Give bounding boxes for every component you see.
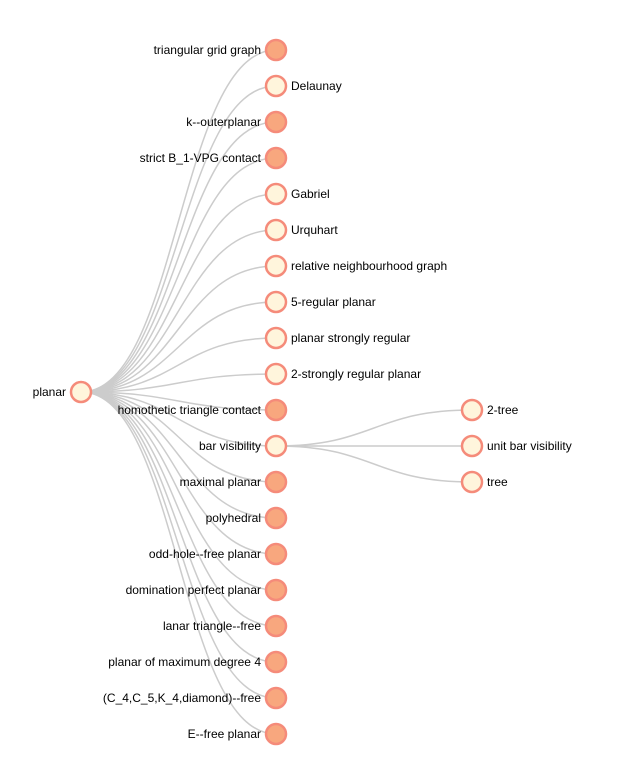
node-label: k--outerplanar — [186, 115, 261, 129]
link-bar-visibility-to-2-tree — [275, 409, 473, 447]
node-bar-visibility[interactable]: bar visibility — [199, 434, 288, 458]
node-planar-of-maximum-degree-4[interactable]: planar of maximum degree 4 — [108, 650, 288, 674]
node-expanded-circle[interactable] — [264, 182, 288, 206]
node-triangular-grid-graph[interactable]: triangular grid graph — [154, 38, 288, 62]
node-relative-neighbourhood-graph[interactable]: relative neighbourhood graph — [264, 254, 447, 278]
node-expanded-circle[interactable] — [264, 254, 288, 278]
link-planar-to-lanar-triangle-free — [80, 391, 277, 627]
node-expanded-circle[interactable] — [264, 74, 288, 98]
node-expanded-circle[interactable] — [264, 434, 288, 458]
node-e-free-planar[interactable]: E--free planar — [188, 722, 288, 746]
node-label: 2-tree — [487, 403, 519, 417]
link-planar-to-k-outerplanar — [80, 121, 277, 393]
link-planar-to-maximal-planar — [80, 391, 277, 483]
link-planar-to-strict-b-1-vpg-contact — [80, 157, 277, 393]
node-2-strongly-regular-planar[interactable]: 2-strongly regular planar — [264, 362, 421, 386]
link-planar-to-relative-neighbourhood-graph — [80, 265, 277, 393]
link-planar-to-domination-perfect-planar — [80, 391, 277, 591]
node-label: 5-regular planar — [291, 295, 376, 309]
node-expanded-circle[interactable] — [460, 398, 484, 422]
node-collapsed-circle[interactable] — [264, 722, 288, 746]
link-planar-to-e-free-planar — [80, 391, 277, 735]
node-expanded-circle[interactable] — [69, 380, 93, 404]
node-5-regular-planar[interactable]: 5-regular planar — [264, 290, 376, 314]
node-collapsed-circle[interactable] — [264, 506, 288, 530]
node-label: 2-strongly regular planar — [291, 367, 421, 381]
node-label: odd-hole--free planar — [149, 547, 261, 561]
node-expanded-circle[interactable] — [264, 362, 288, 386]
node-label: tree — [487, 475, 508, 489]
node-label: Delaunay — [291, 79, 342, 93]
node-label: lanar triangle--free — [163, 619, 261, 633]
node-tree[interactable]: tree — [460, 470, 508, 494]
link-bar-visibility-to-tree — [275, 445, 473, 483]
node-collapsed-circle[interactable] — [264, 686, 288, 710]
link-planar-to-2-strongly-regular-planar — [80, 373, 277, 393]
node-homothetic-triangle-contact[interactable]: homothetic triangle contact — [118, 398, 288, 422]
link-planar-to-triangular-grid-graph — [80, 49, 277, 393]
node-label: triangular grid graph — [154, 43, 261, 57]
node-label: planar strongly regular — [291, 331, 410, 345]
node-unit-bar-visibility[interactable]: unit bar visibility — [460, 434, 572, 458]
node-2-tree[interactable]: 2-tree — [460, 398, 519, 422]
node-label: polyhedral — [206, 511, 261, 525]
node-label: planar — [33, 385, 66, 399]
node-label: unit bar visibility — [487, 439, 572, 453]
node-odd-hole-free-planar[interactable]: odd-hole--free planar — [149, 542, 288, 566]
link-planar-to-gabriel — [80, 193, 277, 393]
link-planar-to-planar-strongly-regular — [80, 337, 277, 393]
node-domination-perfect-planar[interactable]: domination perfect planar — [126, 578, 288, 602]
node-label: bar visibility — [199, 439, 261, 453]
link-planar-to-homothetic-triangle-contact — [80, 391, 277, 411]
node-label: Gabriel — [291, 187, 330, 201]
node-collapsed-circle[interactable] — [264, 398, 288, 422]
link-planar-to-planar-of-maximum-degree-4 — [80, 391, 277, 663]
node-delaunay[interactable]: Delaunay — [264, 74, 342, 98]
node-label: strict B_1-VPG contact — [140, 151, 262, 165]
node-collapsed-circle[interactable] — [264, 38, 288, 62]
node-expanded-circle[interactable] — [264, 290, 288, 314]
node-collapsed-circle[interactable] — [264, 542, 288, 566]
node-k-outerplanar[interactable]: k--outerplanar — [186, 110, 288, 134]
node-c-4-c-5-k-4-diamond-free[interactable]: (C_4,C_5,K_4,diamond)--free — [103, 686, 288, 710]
node-urquhart[interactable]: Urquhart — [264, 218, 338, 242]
link-planar-to-bar-visibility — [80, 391, 277, 447]
node-collapsed-circle[interactable] — [264, 614, 288, 638]
node-collapsed-circle[interactable] — [264, 650, 288, 674]
node-planar[interactable]: planar — [33, 380, 93, 404]
link-planar-to-c-4-c-5-k-4-diamond-free — [80, 391, 277, 699]
node-lanar-triangle-free[interactable]: lanar triangle--free — [163, 614, 288, 638]
node-maximal-planar[interactable]: maximal planar — [180, 470, 288, 494]
node-label: maximal planar — [180, 475, 261, 489]
node-expanded-circle[interactable] — [264, 326, 288, 350]
node-expanded-circle[interactable] — [264, 218, 288, 242]
node-label: E--free planar — [188, 727, 261, 741]
node-label: relative neighbourhood graph — [291, 259, 447, 273]
node-planar-strongly-regular[interactable]: planar strongly regular — [264, 326, 410, 350]
node-label: Urquhart — [291, 223, 338, 237]
node-expanded-circle[interactable] — [460, 434, 484, 458]
node-strict-b-1-vpg-contact[interactable]: strict B_1-VPG contact — [140, 146, 288, 170]
node-collapsed-circle[interactable] — [264, 146, 288, 170]
node-collapsed-circle[interactable] — [264, 110, 288, 134]
link-planar-to-urquhart — [80, 229, 277, 393]
link-planar-to-odd-hole-free-planar — [80, 391, 277, 555]
node-polyhedral[interactable]: polyhedral — [206, 506, 288, 530]
tree-links — [80, 49, 473, 735]
link-planar-to-delaunay — [80, 85, 277, 393]
node-label: planar of maximum degree 4 — [108, 655, 261, 669]
node-label: (C_4,C_5,K_4,diamond)--free — [103, 691, 261, 705]
node-expanded-circle[interactable] — [460, 470, 484, 494]
node-label: homothetic triangle contact — [118, 403, 262, 417]
link-planar-to-polyhedral — [80, 391, 277, 519]
node-gabriel[interactable]: Gabriel — [264, 182, 330, 206]
node-label: domination perfect planar — [126, 583, 261, 597]
node-collapsed-circle[interactable] — [264, 470, 288, 494]
link-planar-to-5-regular-planar — [80, 301, 277, 393]
node-collapsed-circle[interactable] — [264, 578, 288, 602]
